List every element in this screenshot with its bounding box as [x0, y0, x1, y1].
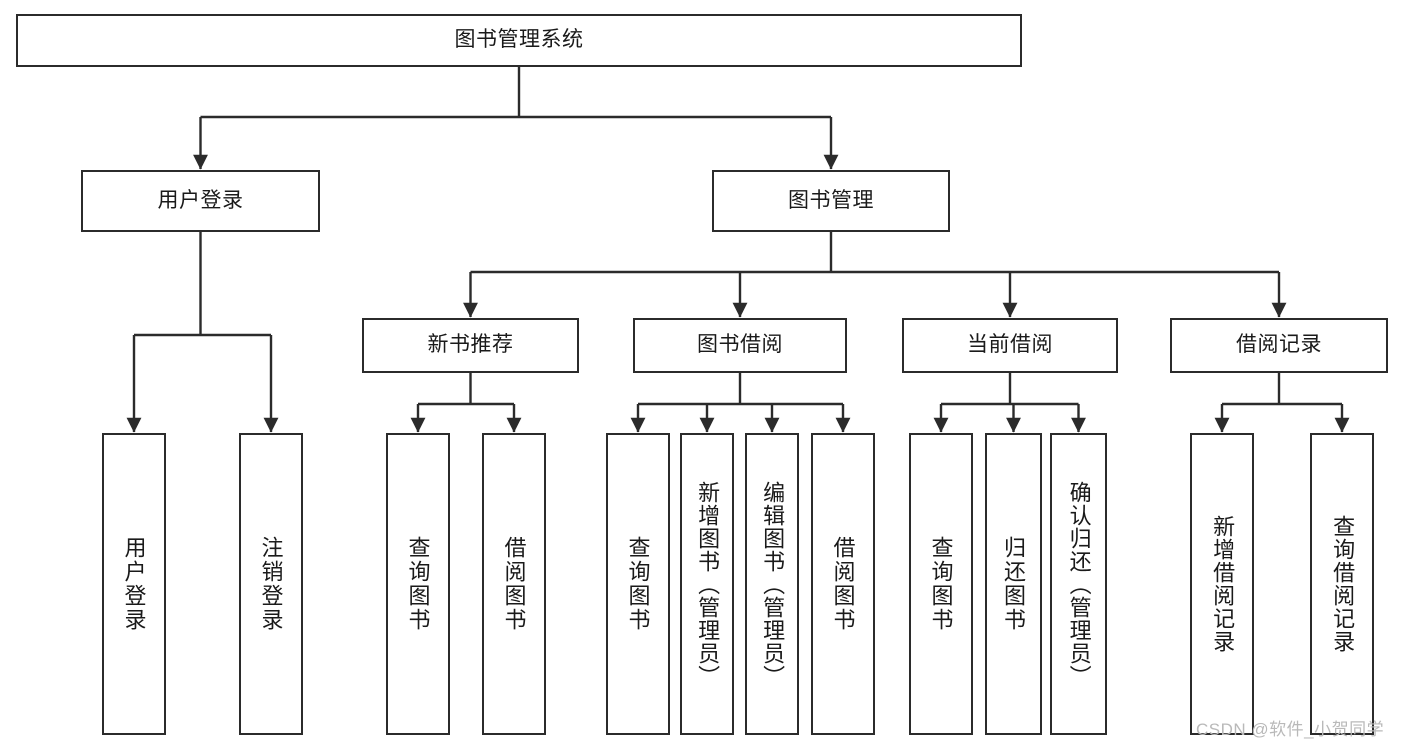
node-l3-current[interactable]: 当前借阅 [902, 318, 1118, 373]
node-label: 图书管理系统 [454, 28, 584, 52]
node-l4-b1[interactable]: 查询图书 [386, 433, 450, 735]
csdn-watermark: CSDN @软件_小贺同学 [1196, 720, 1385, 739]
node-root[interactable]: 图书管理系统 [16, 14, 1022, 67]
node-l4-e2[interactable]: 查询借阅记录 [1310, 433, 1374, 735]
node-label: 查询借阅记录 [1330, 515, 1356, 653]
node-l2-book[interactable]: 图书管理 [712, 170, 950, 232]
node-label: 用户登录 [121, 536, 147, 632]
node-l3-borrow[interactable]: 图书借阅 [633, 318, 847, 373]
node-label: 查询图书 [928, 536, 954, 632]
node-l3-newbook[interactable]: 新书推荐 [362, 318, 579, 373]
node-label: 编辑图书（管理员） [760, 480, 786, 688]
node-l4-a1[interactable]: 用户登录 [102, 433, 166, 735]
node-l4-c3[interactable]: 编辑图书（管理员） [745, 433, 799, 735]
node-label: 查询图书 [625, 536, 651, 632]
node-label: 借阅图书 [501, 536, 527, 632]
node-label: 图书借阅 [697, 333, 783, 357]
node-l4-d3[interactable]: 确认归还（管理员） [1050, 433, 1107, 735]
node-label: 用户登录 [157, 188, 244, 212]
node-label: 图书管理 [788, 188, 874, 212]
node-l4-a2[interactable]: 注销登录 [239, 433, 303, 735]
node-label: 查询图书 [405, 536, 431, 632]
node-label: 归还图书 [1001, 536, 1027, 632]
node-label: 借阅记录 [1236, 333, 1322, 357]
node-l3-record[interactable]: 借阅记录 [1170, 318, 1388, 373]
node-l2-login[interactable]: 用户登录 [81, 170, 320, 232]
node-label: 新增借阅记录 [1210, 515, 1236, 653]
node-label: 新增图书（管理员） [695, 480, 721, 688]
node-l4-b2[interactable]: 借阅图书 [482, 433, 546, 735]
node-l4-d2[interactable]: 归还图书 [985, 433, 1042, 735]
node-label: 借阅图书 [830, 536, 856, 632]
node-label: 注销登录 [258, 536, 284, 632]
node-label: 新书推荐 [427, 333, 514, 357]
node-l4-e1[interactable]: 新增借阅记录 [1190, 433, 1254, 735]
node-l4-d1[interactable]: 查询图书 [909, 433, 973, 735]
node-l4-c4[interactable]: 借阅图书 [811, 433, 875, 735]
node-label: 确认归还（管理员） [1066, 480, 1092, 688]
node-label: 当前借阅 [967, 333, 1053, 357]
node-l4-c1[interactable]: 查询图书 [606, 433, 670, 735]
node-l4-c2[interactable]: 新增图书（管理员） [680, 433, 734, 735]
